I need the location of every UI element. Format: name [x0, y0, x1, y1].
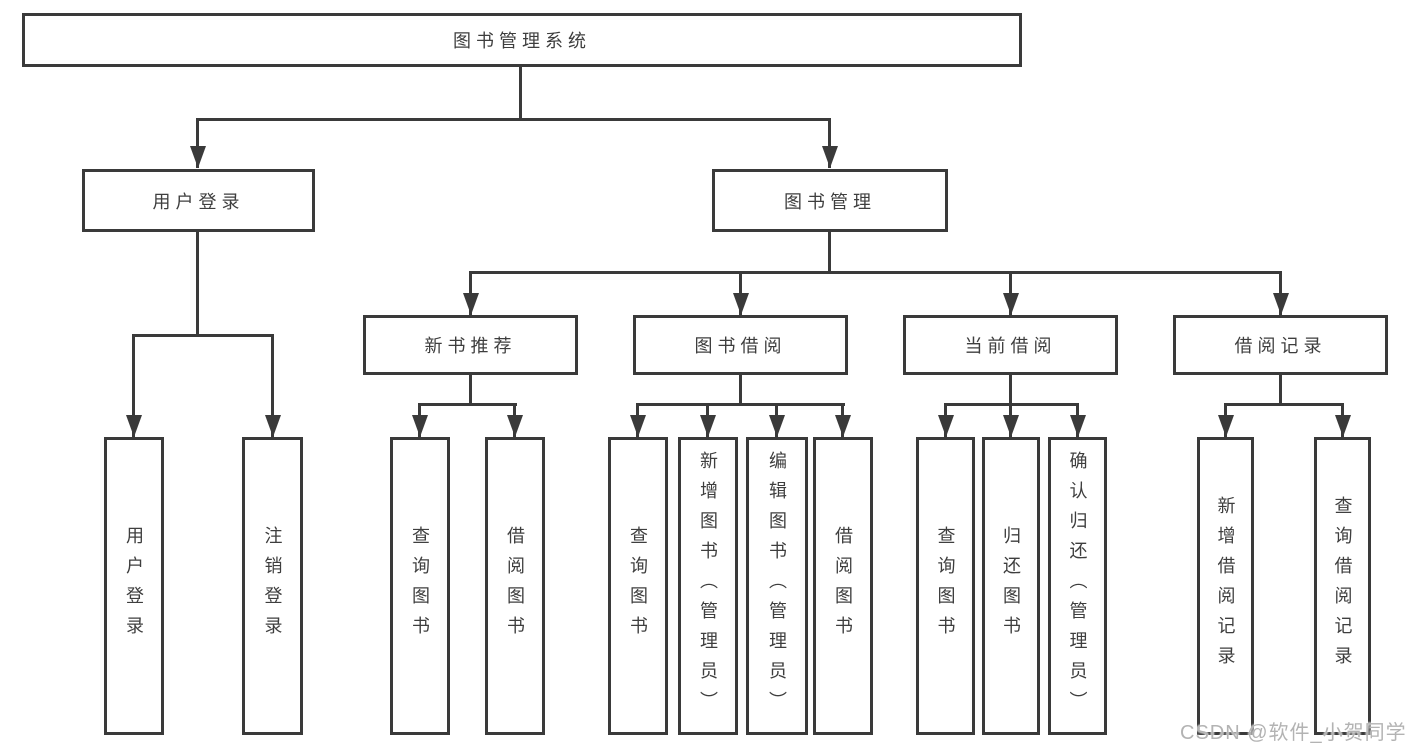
connector-borrow-records-stem [1279, 373, 1282, 403]
arrow-to-query-borrow-record [1341, 403, 1344, 437]
connector-new-book-stem [469, 373, 472, 403]
node-label: 借阅图书 [833, 526, 853, 646]
node-label: 查询图书 [410, 526, 430, 646]
node-label: 查询图书 [935, 526, 956, 646]
connector-user-login-stem [196, 230, 199, 334]
node-label: 新增图书（管理员） [698, 451, 718, 721]
connector-new-book-rail [418, 403, 517, 406]
node-label: 新增借阅记录 [1215, 496, 1236, 676]
connector-root-rail [196, 118, 831, 121]
arrow-to-confirm-return [1076, 403, 1079, 437]
node-label: 确认归还（管理员） [1067, 451, 1088, 721]
arrow-to-user-login-leaf [132, 334, 135, 437]
node-label: 归还图书 [1001, 526, 1021, 646]
arrow-to-new-book-recommend [469, 271, 472, 315]
node-library-management-system: 图书管理系统 [22, 13, 1022, 67]
arrow-to-query-books-2 [636, 403, 639, 437]
node-new-book-recommend: 新书推荐 [363, 315, 578, 375]
connector-book-management-stem [828, 230, 831, 271]
leaf-query-books-recommend: 查询图书 [390, 437, 450, 735]
arrow-to-query-books-1 [418, 403, 421, 437]
connector-book-borrow-rail [636, 403, 845, 406]
node-book-borrow: 图书借阅 [633, 315, 848, 375]
arrow-to-book-management [828, 118, 831, 168]
node-label: 借阅记录 [1234, 336, 1327, 356]
arrow-to-edit-books [775, 403, 778, 437]
leaf-query-books-borrow: 查询图书 [608, 437, 668, 735]
arrow-to-add-borrow-record [1224, 403, 1227, 437]
arrow-to-current-borrow [1009, 271, 1012, 315]
watermark-text: CSDN @软件_小贺同学 [1180, 722, 1405, 744]
node-user-login: 用户登录 [82, 169, 315, 232]
arrow-to-return-books [1009, 403, 1012, 437]
node-label: 注销登录 [262, 526, 283, 646]
arrow-to-logout-leaf [271, 334, 274, 437]
node-label: 借阅图书 [505, 526, 525, 646]
node-label: 新书推荐 [424, 336, 517, 356]
arrow-to-add-books [706, 403, 709, 437]
leaf-confirm-return-admin: 确认归还（管理员） [1048, 437, 1107, 735]
connector-book-borrow-stem [739, 373, 742, 403]
node-label: 图书借阅 [694, 336, 787, 356]
connector-current-borrow-stem [1009, 373, 1012, 403]
leaf-borrow-books-borrow: 借阅图书 [813, 437, 873, 735]
node-label: 图书管理 [784, 191, 876, 212]
node-borrow-records: 借阅记录 [1173, 315, 1388, 375]
arrow-to-query-books-3 [944, 403, 947, 437]
leaf-query-borrow-record: 查询借阅记录 [1314, 437, 1371, 735]
leaf-return-books: 归还图书 [982, 437, 1040, 735]
node-label: 查询借阅记录 [1332, 496, 1353, 676]
node-label: 查询图书 [628, 526, 648, 646]
leaf-add-books-admin: 新增图书（管理员） [678, 437, 738, 735]
connector-user-login-rail [132, 334, 274, 337]
leaf-user-login: 用户登录 [104, 437, 164, 735]
arrow-to-borrow-books-1 [513, 403, 516, 437]
arrow-to-borrow-books-2 [841, 403, 844, 437]
connector-book-management-rail [469, 271, 1282, 274]
arrow-to-user-login [196, 118, 199, 168]
node-label: 用户登录 [152, 191, 245, 212]
leaf-logout: 注销登录 [242, 437, 303, 735]
leaf-borrow-books-recommend: 借阅图书 [485, 437, 545, 735]
arrow-to-borrow-records [1279, 271, 1282, 315]
node-label: 用户登录 [124, 526, 144, 646]
leaf-query-books-current: 查询图书 [916, 437, 975, 735]
node-current-borrow: 当前借阅 [903, 315, 1118, 375]
node-label: 编辑图书（管理员） [767, 451, 787, 721]
node-book-management: 图书管理 [712, 169, 948, 232]
connector-borrow-records-rail [1224, 403, 1344, 406]
node-label: 图书管理系统 [453, 31, 591, 51]
node-label: 当前借阅 [964, 336, 1057, 356]
leaf-edit-books-admin: 编辑图书（管理员） [746, 437, 808, 735]
connector-root-stem [519, 64, 522, 118]
leaf-add-borrow-record: 新增借阅记录 [1197, 437, 1254, 735]
arrow-to-book-borrow [739, 271, 742, 315]
